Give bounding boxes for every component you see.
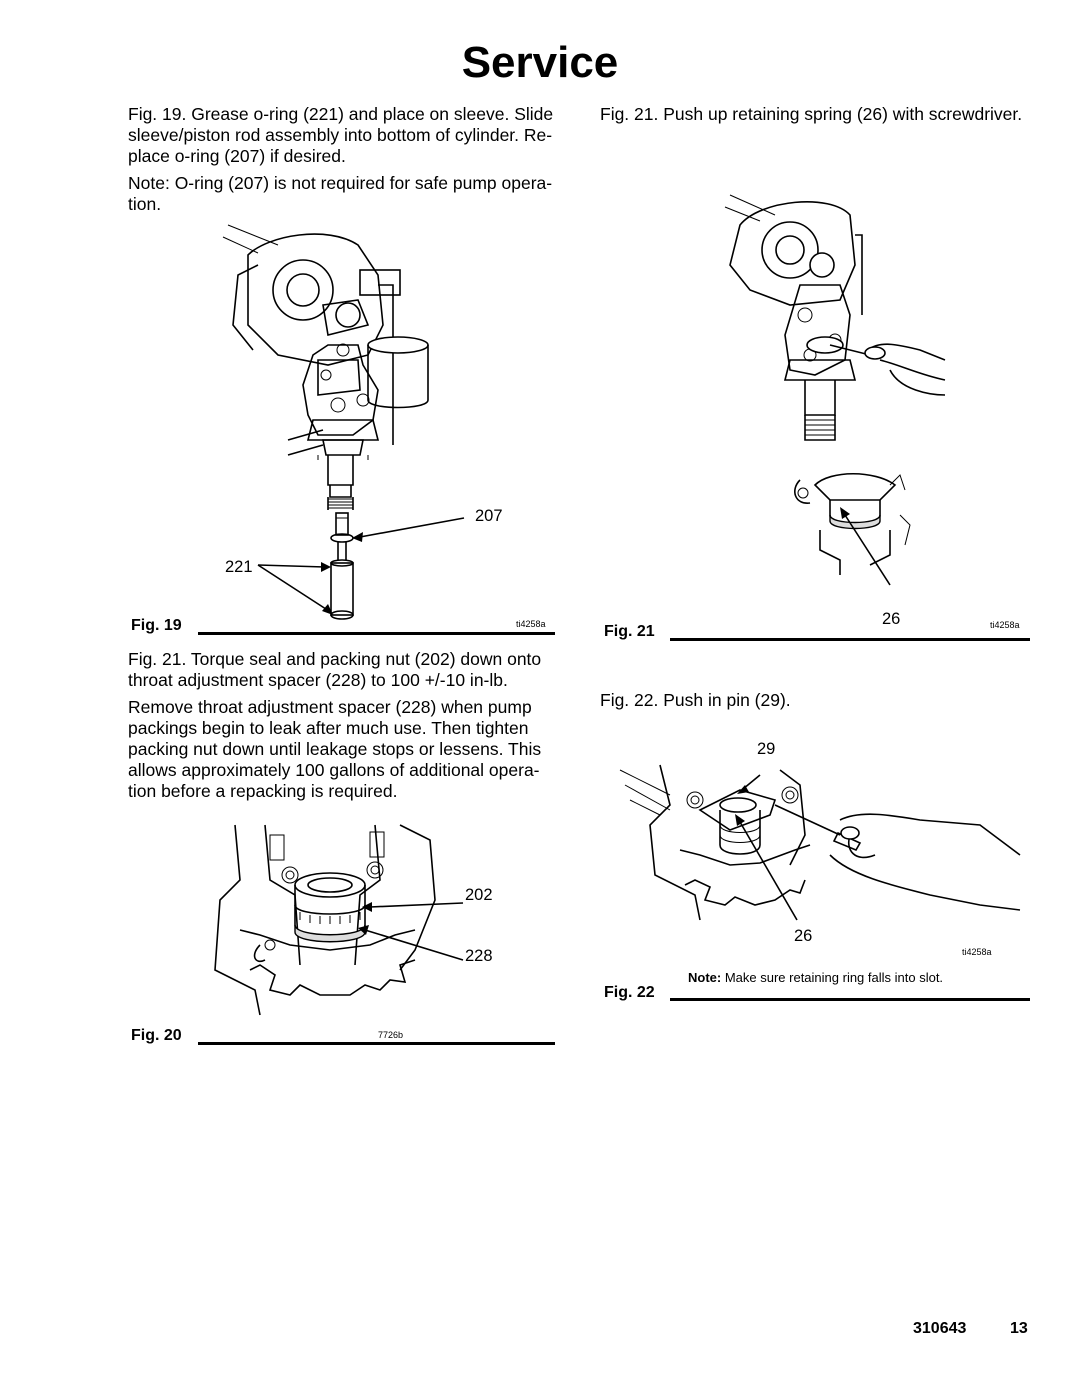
fig22-caption: Fig. 22. Push in pin (29). (600, 690, 791, 710)
callout-26: 26 (882, 610, 901, 628)
fig19-illustration: 207 221 (128, 215, 558, 635)
fig22-note-bold: Note: (688, 970, 722, 985)
fig22-label: Fig. 22 (604, 984, 655, 1001)
fig19-code: ti4258a (516, 619, 546, 629)
fig22-note-text: Make sure retaining ring falls into slot… (721, 970, 944, 985)
fig19-caption: Fig. 19. Grease o-ring (221) and place o… (128, 104, 554, 166)
fig19-label: Fig. 19 (131, 617, 182, 634)
fig20-label: Fig. 20 (131, 1027, 182, 1044)
fig20-rule (198, 1042, 555, 1045)
fig21-code: ti4258a (990, 620, 1020, 630)
doc-number: 310643 (913, 1320, 967, 1337)
push-pin-drawing (619, 764, 1021, 921)
callout-26-fig22: 26 (794, 927, 813, 945)
fig21-caption: Fig. 21. Push up retaining spring (26) w… (600, 104, 1023, 124)
fig21-label: Fig. 21 (604, 623, 655, 640)
page-number: 13 (1010, 1320, 1028, 1337)
callout-221: 221 (225, 558, 253, 576)
fig21-illustration: 26 (600, 185, 1030, 630)
fig22-rule (670, 998, 1030, 1001)
packing-nut-drawing (214, 824, 464, 1016)
page-title: Service (461, 38, 619, 87)
fig19-note: Note: O-ring (207) is not required for s… (128, 173, 553, 214)
fig21-rule (670, 638, 1030, 641)
fig22-note: Note: Make sure retaining ring falls int… (688, 970, 943, 985)
callout-202: 202 (465, 886, 493, 904)
fig20-code: 7726b (378, 1030, 404, 1040)
fig22-illustration: 29 26 (600, 735, 1030, 965)
fig22-code: ti4258a (962, 947, 992, 957)
retaining-spring-drawing (724, 194, 946, 586)
fig20-step: Fig. 21. Torque seal and packing nut (20… (128, 649, 542, 690)
callout-29: 29 (757, 740, 776, 758)
fig20-illustration: 202 228 (200, 820, 560, 1020)
pump-assembly-drawing (222, 224, 465, 620)
fig19-rule (198, 632, 555, 635)
callout-228: 228 (465, 947, 493, 965)
callout-207: 207 (475, 507, 503, 525)
fig20-remove-text: Remove throat adjustment spacer (228) wh… (128, 697, 542, 801)
